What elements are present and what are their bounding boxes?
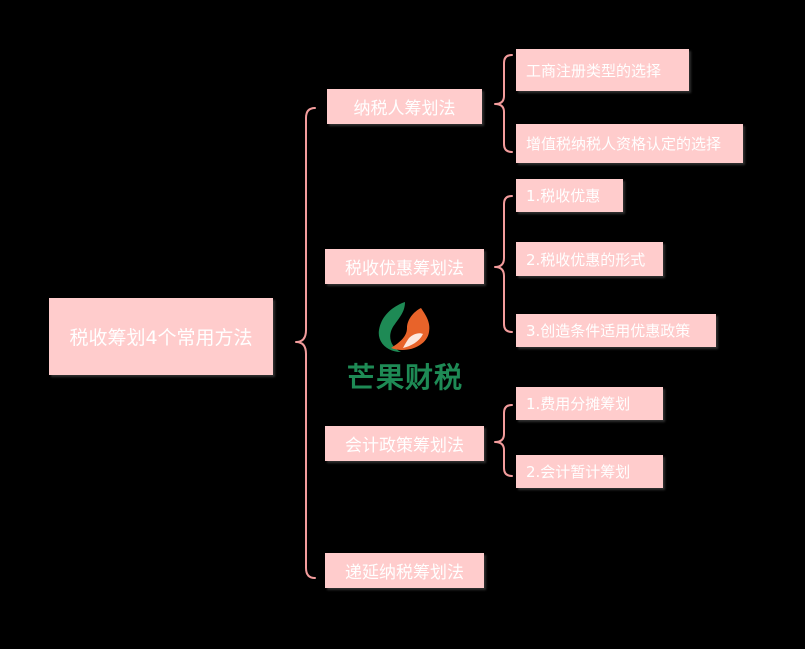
leaf-node-vat-qualification[interactable]: 增值税纳税人资格认定的选择 xyxy=(516,124,743,163)
branch-3-brace xyxy=(494,404,513,477)
leaf-node-expense-allocation[interactable]: 1.费用分摊筹划 xyxy=(516,387,663,420)
branch-node-accounting-policy[interactable]: 会计政策筹划法 xyxy=(325,426,484,461)
branch-node-deferred-tax[interactable]: 递延纳税筹划法 xyxy=(325,553,484,588)
root-node[interactable]: 税收筹划4个常用方法 xyxy=(49,298,273,375)
mango-flame-icon xyxy=(378,302,430,352)
mango-logo: 芒果财税 xyxy=(335,298,475,398)
branch-node-taxpayer[interactable]: 纳税人筹划法 xyxy=(327,89,482,124)
branch-node-tax-incentive[interactable]: 税收优惠筹划法 xyxy=(325,249,484,284)
branch-1-brace xyxy=(494,54,513,153)
logo-text: 芒果财税 xyxy=(346,361,463,394)
leaf-node-tax-incentive[interactable]: 1.税收优惠 xyxy=(516,179,623,212)
root-brace xyxy=(295,107,316,579)
leaf-node-create-conditions[interactable]: 3.创造条件适用优惠政策 xyxy=(516,314,716,347)
leaf-node-accounting-estimate[interactable]: 2.会计暂计筹划 xyxy=(516,455,663,488)
leaf-node-registration-type[interactable]: 工商注册类型的选择 xyxy=(516,49,689,91)
branch-2-brace xyxy=(494,195,513,333)
leaf-node-incentive-forms[interactable]: 2.税收优惠的形式 xyxy=(516,242,663,276)
